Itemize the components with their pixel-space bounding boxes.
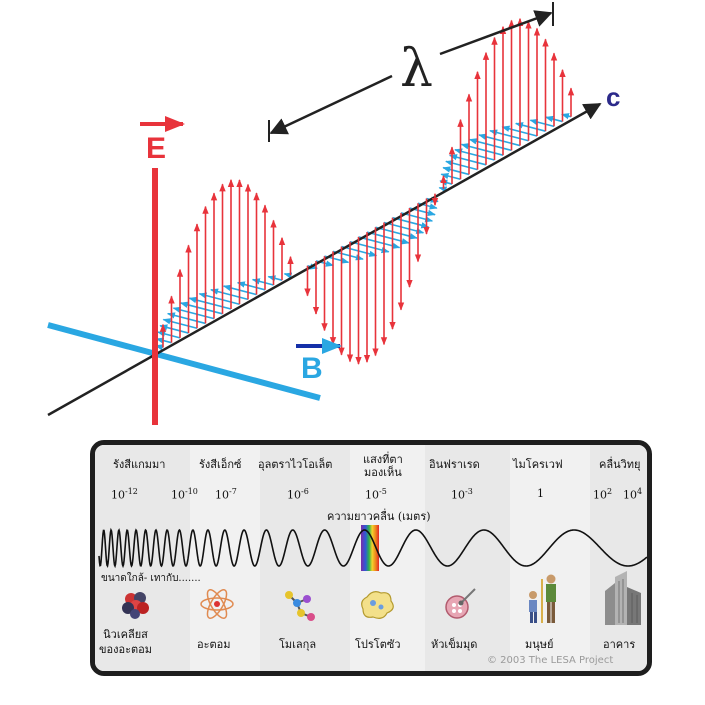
spectrum-panel: รังสีแกมมา รังสีเอ็กซ์ อุลตราไวโอเล็ต แส… — [90, 440, 652, 676]
wavelength-arrow-right — [439, 10, 553, 56]
lambda-label: λ — [400, 39, 433, 99]
spectrum-wave — [98, 525, 647, 571]
molecule-icon — [285, 591, 315, 621]
wavelength-arrow-left — [269, 74, 393, 135]
magnetic-field-vector — [383, 221, 425, 235]
exp-infrared: 10-3 — [451, 487, 473, 502]
nucleus-icon — [122, 592, 149, 619]
magnetic-field-vector — [166, 312, 206, 325]
exp-radio-4: 104 — [623, 487, 643, 502]
object-label-molecule: โมเลกุล — [279, 638, 317, 651]
magnetic-field-vector — [529, 118, 555, 128]
size-comparison-label: ขนาดใกล้- เทากับ....... — [101, 573, 201, 584]
b-label: B — [301, 352, 323, 385]
human-icon — [529, 574, 556, 623]
building-icon — [605, 571, 641, 625]
magnetic-field-vector — [155, 337, 172, 344]
exp-gamma: 10-12 — [111, 487, 138, 502]
visible-spectrum-bar — [361, 525, 379, 571]
magnetic-field-vector — [489, 129, 529, 142]
electric-field-arrows — [159, 17, 575, 365]
band-uv: อุลตราไวโอเล็ต — [258, 458, 333, 471]
magnetic-field-vector — [449, 154, 487, 166]
magnetic-field-vector — [366, 231, 410, 245]
magnetic-field-vector — [236, 281, 266, 291]
object-label-pin: หัวเข็มมุด — [431, 638, 478, 651]
e-label: E — [146, 132, 166, 165]
band-visible: แสงที่ตา มองเห็น — [363, 453, 403, 479]
magnetic-field-vector — [392, 216, 430, 229]
magnetic-field-vector — [445, 160, 478, 171]
band-gamma: รังสีแกมมา — [113, 458, 166, 471]
exp-radio-2: 102 — [593, 487, 613, 502]
magnetic-field-arrows — [154, 113, 572, 351]
magnetic-field-vector — [157, 330, 181, 339]
object-label-atom: อะตอม — [197, 638, 231, 651]
exp-uv: 10-7 — [215, 487, 237, 502]
object-label-building: อาคาร — [603, 638, 636, 651]
band-shade — [425, 445, 510, 671]
object-label-protozoa: โปรโตซัว — [355, 638, 401, 651]
magnetic-field-vector — [349, 240, 390, 254]
protozoa-icon — [361, 591, 394, 619]
exp-visible: 10-5 — [365, 487, 387, 502]
band-xray: รังสีเอ็กซ์ — [199, 458, 242, 471]
atom-icon — [200, 589, 234, 619]
band-visible-text: แสงที่ตา มองเห็น — [363, 453, 403, 479]
magnetic-field-vector — [454, 148, 495, 161]
c-label: c — [606, 82, 620, 112]
magnetic-field-vector — [210, 288, 249, 301]
magnetic-field-vector — [561, 113, 572, 120]
spectrum-wave-line — [98, 527, 647, 569]
band-infrared: อินฟราเรด — [429, 458, 480, 471]
band-shade — [590, 445, 647, 671]
magnetic-field-vector — [442, 166, 470, 176]
em-wave-diagram: E B c λ — [47, 2, 620, 425]
wavelength-axis-label: ความยาวคลื่น (เมตร) — [327, 510, 431, 523]
exp-microwave: 1 — [537, 487, 544, 500]
pin-icon — [445, 588, 476, 619]
magnetic-field-vector — [179, 301, 223, 315]
magnetic-field-vector — [440, 172, 461, 181]
band-radio: คลื่นวิทยุ — [599, 458, 641, 471]
magnetic-field-vector — [159, 324, 189, 334]
magnetic-field-vector — [439, 179, 453, 186]
band-microwave: ไมโครเวฟ — [513, 458, 563, 471]
copyright-notice: © 2003 The LESA Project — [487, 655, 614, 666]
magnetic-field-vector — [283, 272, 293, 279]
b-axis-line — [47, 322, 321, 401]
exp-xray: 10-10 — [171, 487, 198, 502]
magnetic-field-vector — [468, 138, 512, 152]
magnetic-field-vector — [267, 275, 283, 282]
object-label-human: มนุษย์ — [525, 638, 554, 651]
object-label-nucleus: นิวเคลียส ของอะตอม — [99, 628, 153, 656]
exp-6: 10-6 — [287, 487, 309, 502]
